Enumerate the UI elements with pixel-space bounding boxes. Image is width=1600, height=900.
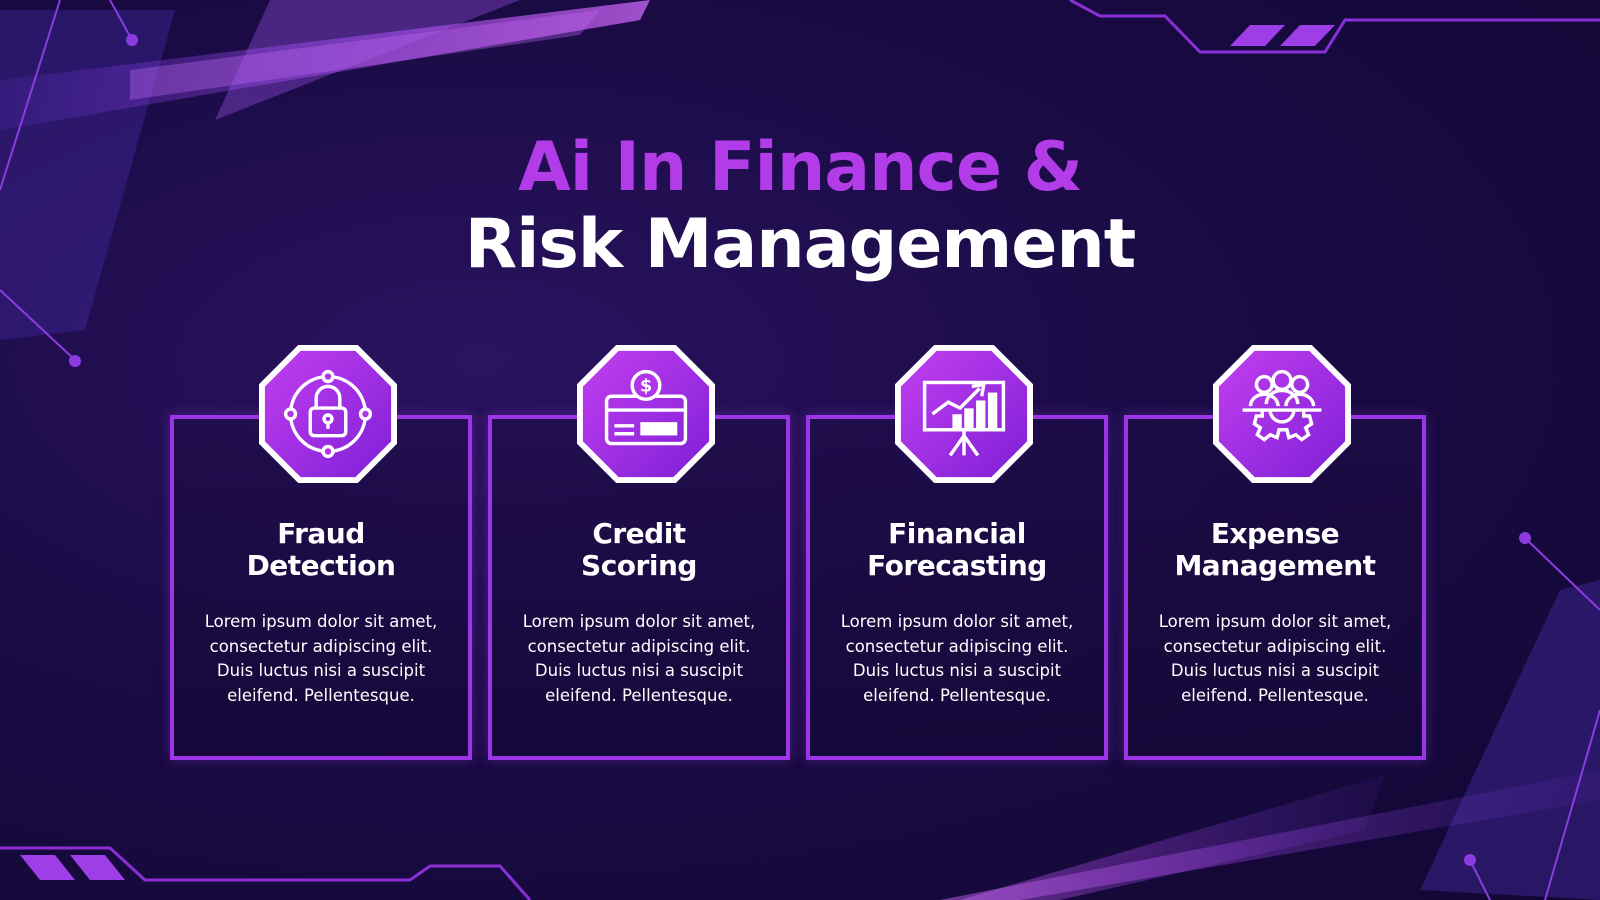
credit-card-dollar-icon: $ [577, 345, 715, 483]
card-desc-expense-management: Lorem ipsum dolor sit amet,consectetur a… [1158, 612, 1392, 705]
title-line-1: Ai In Finance & [518, 128, 1083, 207]
card-desc-credit-scoring: Lorem ipsum dolor sit amet,consectetur a… [522, 612, 756, 705]
chart-easel-icon [895, 345, 1033, 483]
svg-text:$: $ [640, 376, 652, 396]
team-gear-icon [1213, 345, 1351, 483]
card-fraud-detection [170, 415, 472, 760]
lock-target-icon [259, 345, 397, 483]
card-desc-financial-forecasting: Lorem ipsum dolor sit amet,consectetur a… [840, 612, 1074, 705]
card-desc-fraud-detection: Lorem ipsum dolor sit amet,consectetur a… [204, 612, 438, 705]
title-line-2: Risk Management [464, 205, 1137, 284]
